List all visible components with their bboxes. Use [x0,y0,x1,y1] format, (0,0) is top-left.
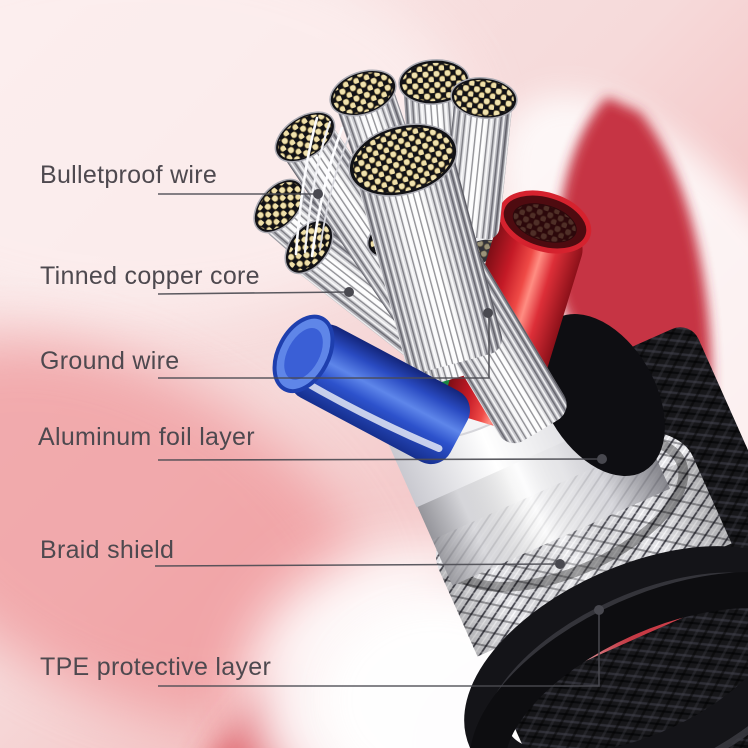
tpe-jacket-lip [464,546,748,748]
label-tpe-protective-layer: TPE protective layer [40,653,272,681]
leader-dot-braid-shield [555,559,565,569]
leader-lines [154,193,603,687]
label-ground-wire: Ground wire [40,347,180,375]
leader-dot-tinned-copper-core [344,287,354,297]
leader-line-ground-wire [158,313,490,379]
label-braid-shield: Braid shield [40,536,175,564]
leader-dot-ground-wire [483,308,493,318]
red-wire-shadow [535,313,665,477]
leader-line-braid-shield [154,563,561,567]
label-bulletproof-wire: Bulletproof wire [40,161,218,189]
leader-dot-bulletproof-wire [313,189,323,199]
tpe-jacket-layer [501,327,748,748]
copper-bundle-large [348,123,503,373]
bulletproof-fibers [294,116,351,258]
leader-line-tinned-copper-core [157,291,350,295]
leader-line-aluminum-foil [157,458,603,461]
label-tinned-copper-core: Tinned copper core [40,262,260,290]
tinned-copper-bundles [253,59,518,373]
leader-line-tpe [158,610,600,687]
leader-dot-aluminum-foil [597,454,607,464]
background-red-wash [0,340,370,720]
leader-dots [313,189,607,615]
label-aluminum-foil-layer: Aluminum foil layer [38,423,255,451]
blue-wire [272,314,470,465]
leader-dot-tpe [594,605,604,615]
